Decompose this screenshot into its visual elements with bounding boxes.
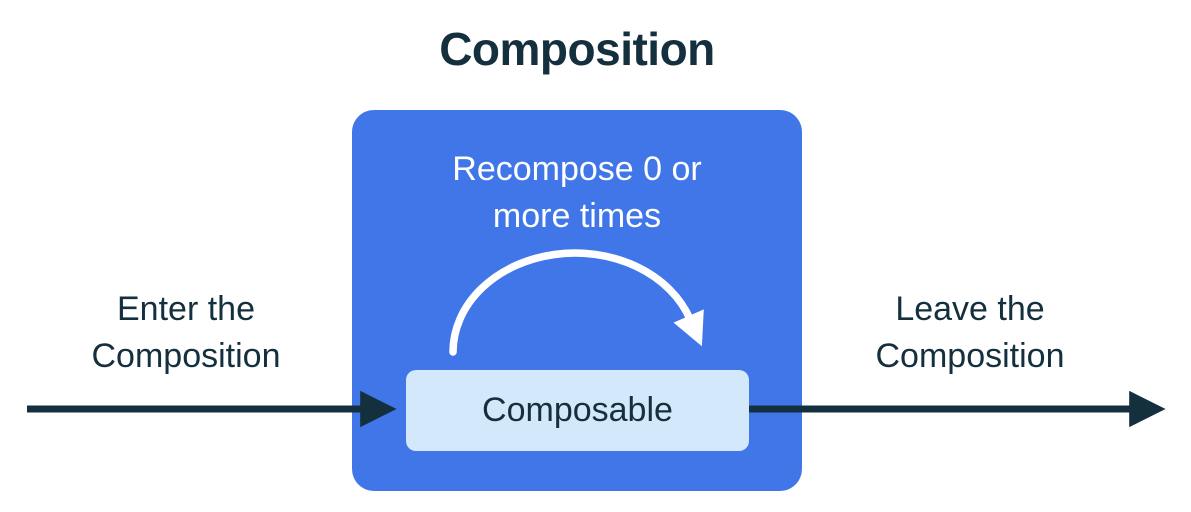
recompose-label: Recompose 0 or more times (352, 146, 802, 240)
diagram-title: Composition (439, 23, 715, 75)
enter-label-line2: Composition (91, 337, 281, 375)
leave-composition-label: Leave the Composition (820, 286, 1120, 380)
recompose-label-line2: more times (492, 197, 662, 235)
enter-label-line1: Enter the (117, 290, 255, 328)
composable-label: Composable (482, 391, 673, 429)
leave-label-line2: Composition (875, 337, 1065, 375)
enter-composition-label: Enter the Composition (36, 286, 336, 380)
leave-label-line1: Leave the (895, 290, 1045, 328)
recompose-label-line1: Recompose 0 or (452, 150, 702, 188)
composable-box: Composable (406, 370, 749, 451)
